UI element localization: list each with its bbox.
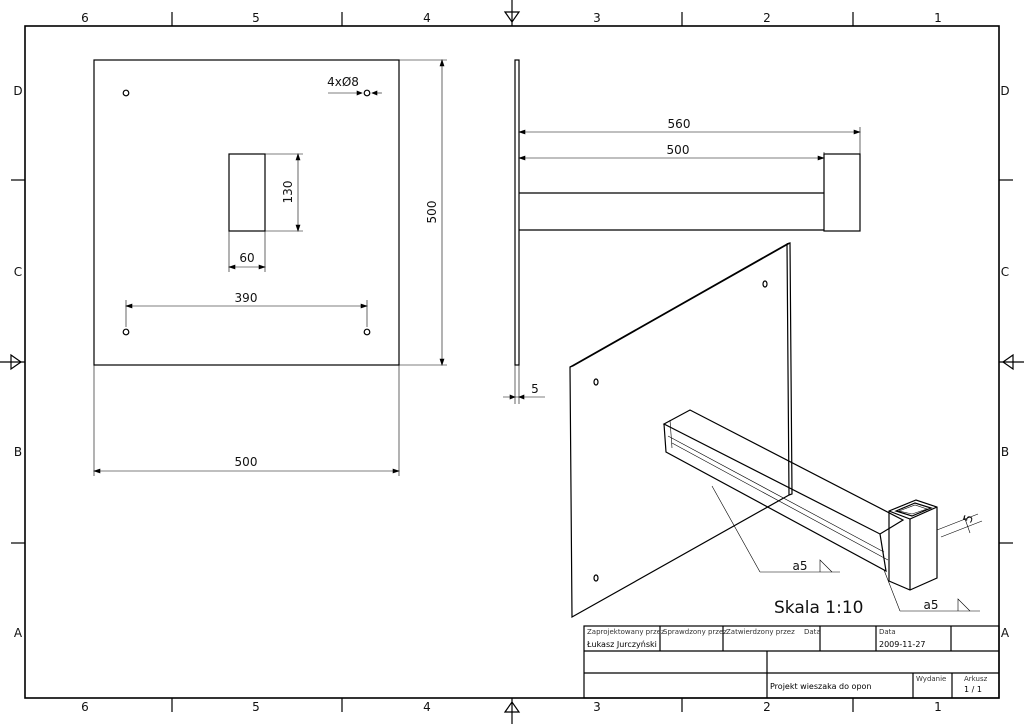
hole-spacing-dimension	[125, 300, 368, 327]
mount-hole	[122, 89, 130, 97]
sheet-value: 1 / 1	[964, 685, 982, 694]
plate-width-label: 500	[235, 455, 258, 469]
zone-col-3-top: 3	[593, 11, 601, 25]
designed-by-value: Łukasz Jurczyński	[586, 640, 657, 649]
iso-arm-front	[663, 423, 887, 573]
date-label-1: Data	[804, 628, 821, 636]
zone-col-5-top: 5	[252, 11, 260, 25]
zone-col-6-top: 6	[81, 11, 89, 25]
front-view: 4xØ8 130 60 390	[93, 59, 447, 476]
plate-height-label: 500	[425, 201, 439, 224]
mount-hole	[363, 328, 371, 336]
hole-callout	[328, 90, 382, 96]
arm-length-label: 500	[667, 143, 690, 157]
isometric-view: a5 a5 5	[569, 242, 983, 619]
mount-hole	[122, 328, 130, 336]
zone-col-5-bottom: 5	[252, 700, 260, 714]
overall-length-dimension	[518, 127, 861, 193]
plate-edge	[514, 59, 520, 366]
zone-row-b-left: B	[14, 445, 22, 459]
mount-hole	[593, 574, 599, 582]
slot-height-label: 130	[281, 181, 295, 204]
arm-slot-outline	[228, 153, 266, 232]
mount-hole	[593, 378, 599, 386]
iso-tube-opening	[894, 502, 933, 517]
zone-row-d-left: D	[13, 84, 22, 98]
weld-callout-2	[883, 569, 980, 612]
zone-col-3-bottom: 3	[593, 700, 601, 714]
end-tube	[823, 153, 861, 232]
edition-label: Wydanie	[916, 675, 946, 683]
arm-length-dimension	[518, 152, 825, 161]
sheet-label: Arkusz	[964, 675, 988, 683]
zone-row-a-right: A	[1001, 626, 1010, 640]
date-value: 2009-11-27	[879, 640, 926, 649]
plate-height-dimension	[399, 59, 447, 366]
title-block: Zaprojektowany przez Łukasz Jurczyński S…	[583, 625, 1000, 699]
side-view: 560 500 5	[503, 59, 861, 404]
zone-col-4-bottom: 4	[423, 700, 431, 714]
zone-ticks	[11, 12, 1013, 712]
zone-col-6-bottom: 6	[81, 700, 89, 714]
mount-hole	[762, 280, 768, 288]
zone-col-1-bottom: 1	[934, 700, 942, 714]
wall-thickness-label: 5	[960, 513, 976, 525]
zone-col-4-top: 4	[423, 11, 431, 25]
hole-spacing-label: 390	[235, 291, 258, 305]
iso-end-tube	[888, 499, 938, 591]
designed-by-label: Zaprojektowany przez	[587, 628, 665, 636]
iso-plate-face	[569, 242, 790, 619]
zone-col-1-top: 1	[934, 11, 942, 25]
plate-thickness-dimension	[503, 365, 545, 404]
slot-height-dimension	[265, 153, 303, 232]
zone-row-b-right: B	[1001, 445, 1009, 459]
zone-row-c-left: C	[14, 265, 22, 279]
zone-row-a-left: A	[14, 626, 23, 640]
hole-spec-label: 4xØ8	[327, 75, 359, 89]
project-title: Projekt wieszaka do opon	[770, 682, 872, 691]
zone-col-2-bottom: 2	[763, 700, 771, 714]
plate-outline	[93, 59, 400, 366]
slot-width-label: 60	[239, 251, 254, 265]
weld-label-2: a5	[924, 598, 939, 612]
checked-by-label: Sprawdzony przez	[663, 628, 727, 636]
weld-label-1: a5	[793, 559, 808, 573]
overall-length-label: 560	[668, 117, 691, 131]
weld-callout-1	[711, 485, 840, 573]
zone-row-c-right: C	[1001, 265, 1009, 279]
mount-hole	[363, 89, 371, 97]
plate-width-dimension	[93, 365, 400, 476]
iso-arm-top	[662, 409, 905, 535]
date-label-2: Data	[879, 628, 896, 636]
slot-width-dimension	[228, 231, 266, 272]
plate-thickness-label: 5	[531, 382, 539, 396]
zone-labels: 6 5 4 3 2 1 6 5 4 3 2 1 D C B A D C B A	[13, 11, 1010, 714]
zone-row-d-right: D	[1000, 84, 1009, 98]
wall-thickness-callout	[936, 513, 983, 538]
scale-label: Skala 1:10	[774, 598, 863, 618]
approved-by-label: Zatwierdzony przez	[726, 628, 795, 636]
zone-col-2-top: 2	[763, 11, 771, 25]
